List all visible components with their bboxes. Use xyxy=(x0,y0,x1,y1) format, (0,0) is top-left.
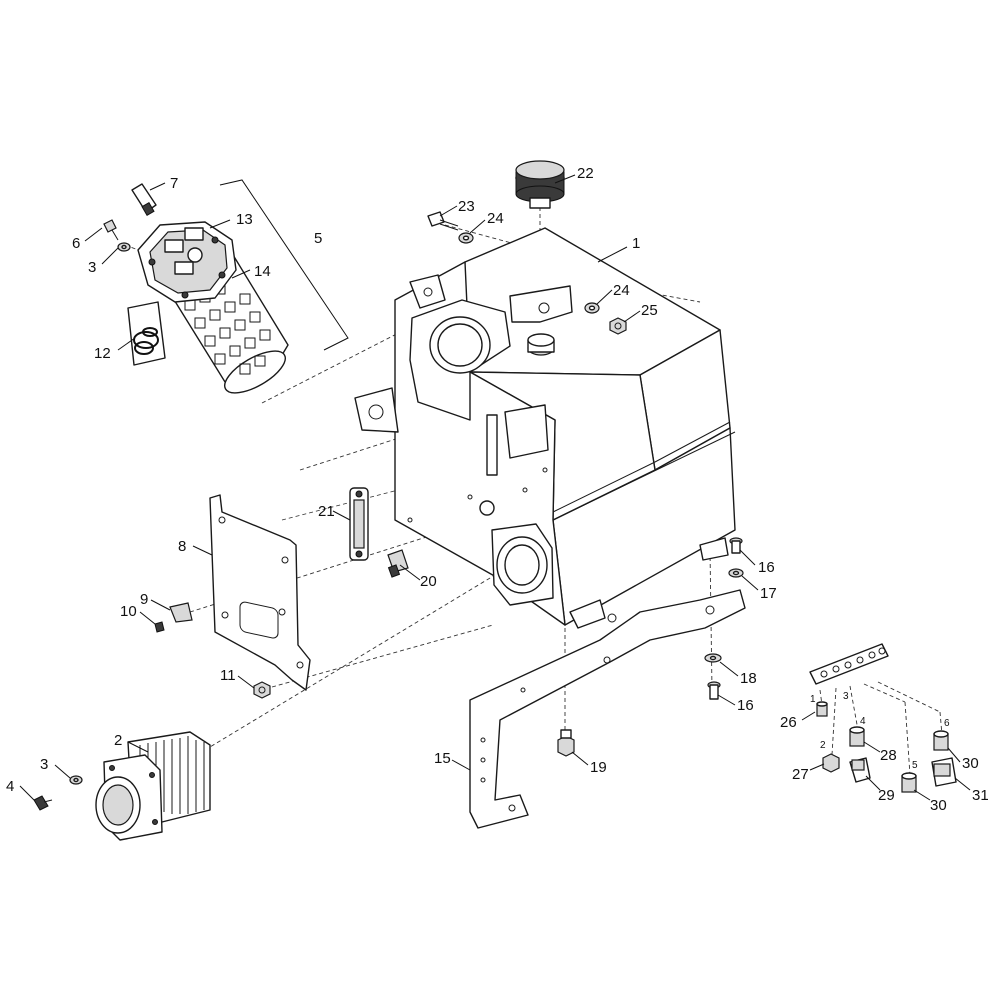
bolt-16-top xyxy=(729,537,743,554)
callout-numbers: 1 2 3 3 4 5 6 7 8 9 10 11 12 13 14 15 16… xyxy=(6,165,989,814)
fitting-30-top xyxy=(933,730,949,751)
sight-gauge-21 xyxy=(349,487,369,561)
callout-16-top: 16 xyxy=(758,559,775,576)
callout-4: 4 xyxy=(6,778,14,795)
callout-19: 19 xyxy=(590,759,607,776)
fitting-27 xyxy=(822,753,840,773)
port-label-5: 5 xyxy=(912,760,918,771)
callout-26: 26 xyxy=(780,714,797,731)
callout-9: 9 xyxy=(140,591,148,608)
fitting-29 xyxy=(849,757,871,783)
callout-18: 18 xyxy=(740,670,757,687)
washer-18 xyxy=(704,653,722,663)
callout-2: 2 xyxy=(114,732,122,749)
washer-17 xyxy=(728,568,744,578)
fitting-31 xyxy=(931,757,957,787)
fitting-30-bottom xyxy=(901,772,917,793)
callout-7: 7 xyxy=(170,175,178,192)
callout-24-top: 24 xyxy=(487,210,504,227)
nut-25 xyxy=(609,317,627,335)
screw-6 xyxy=(103,219,119,241)
callout-17: 17 xyxy=(760,585,777,602)
callout-25: 25 xyxy=(641,302,658,319)
callout-13: 13 xyxy=(236,211,253,228)
callout-27: 27 xyxy=(792,766,809,783)
leader-lines xyxy=(19,174,971,801)
washer-3-top xyxy=(117,242,131,252)
clogging-indicator-7 xyxy=(131,183,157,217)
port-labels: 1 2 3 4 5 6 xyxy=(810,691,950,771)
callout-10: 10 xyxy=(120,603,137,620)
washer-3-bottom xyxy=(69,775,83,785)
seal-kit-12 xyxy=(127,301,166,366)
fitting-28 xyxy=(849,726,865,747)
fitting-26 xyxy=(816,701,828,717)
bolt-16-bottom xyxy=(707,681,721,700)
port-label-1: 1 xyxy=(810,694,816,705)
group-bracket-5 xyxy=(219,179,349,351)
callout-22: 22 xyxy=(577,165,594,182)
callout-24-right: 24 xyxy=(613,282,630,299)
callout-3-bottom: 3 xyxy=(40,756,48,773)
washer-24-right xyxy=(584,302,600,314)
return-filter-assembly xyxy=(137,221,289,394)
callout-1: 1 xyxy=(632,235,640,252)
callout-28: 28 xyxy=(880,747,897,764)
callout-11: 11 xyxy=(220,667,236,684)
callout-31: 31 xyxy=(972,787,989,804)
callout-15: 15 xyxy=(434,750,451,767)
hydraulic-tank xyxy=(354,227,736,629)
callout-8: 8 xyxy=(178,538,186,555)
callout-16-bottom: 16 xyxy=(737,697,754,714)
callout-20: 20 xyxy=(420,573,437,590)
callout-3-top: 3 xyxy=(88,259,96,276)
screw-10 xyxy=(154,621,165,633)
callout-12: 12 xyxy=(94,345,111,362)
port-manifold-block xyxy=(809,643,889,685)
callout-5: 5 xyxy=(314,230,322,247)
mounting-plate-8 xyxy=(209,494,311,691)
callout-30-bottom: 30 xyxy=(930,797,947,814)
callout-29: 29 xyxy=(878,787,895,804)
clip-9 xyxy=(169,602,193,623)
drain-plug-19 xyxy=(557,729,575,757)
temperature-sensor-20 xyxy=(387,549,409,578)
support-bracket-15 xyxy=(469,589,746,829)
suction-strainer-2 xyxy=(95,731,211,841)
screw-4 xyxy=(33,795,53,811)
port-label-3: 3 xyxy=(843,691,849,702)
callout-23: 23 xyxy=(458,198,475,215)
washer-24-top xyxy=(458,232,474,244)
port-label-6: 6 xyxy=(944,718,950,729)
port-label-4: 4 xyxy=(860,716,866,727)
nut-11 xyxy=(253,681,271,699)
port-label-2: 2 xyxy=(820,740,826,751)
filler-cap xyxy=(515,160,565,209)
callout-14: 14 xyxy=(254,263,271,280)
callout-6: 6 xyxy=(72,235,80,252)
callout-30-right: 30 xyxy=(962,755,979,772)
callout-21: 21 xyxy=(318,503,335,520)
